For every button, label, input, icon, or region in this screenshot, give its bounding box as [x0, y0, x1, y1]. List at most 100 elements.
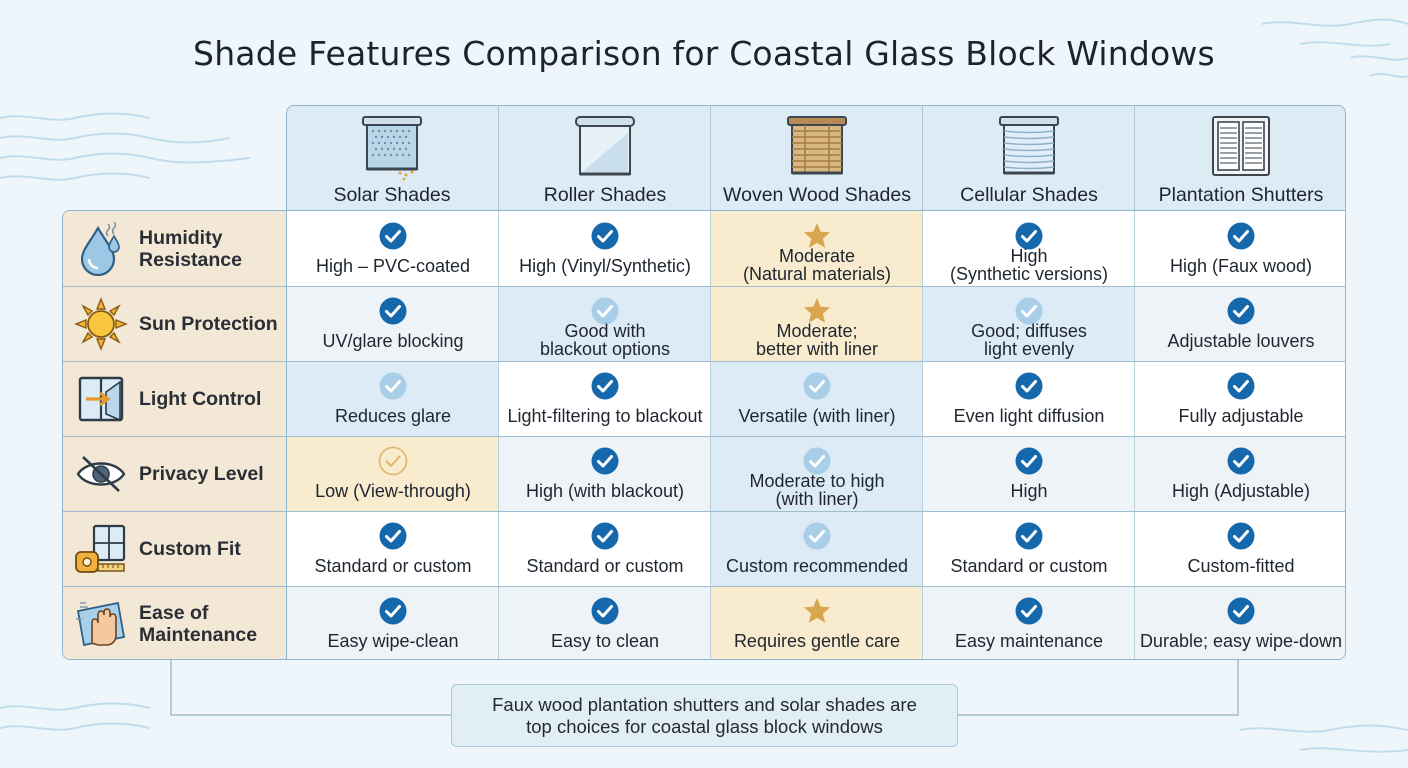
check-light-icon — [1015, 297, 1043, 325]
check-icon — [1015, 522, 1043, 550]
cell-mark — [923, 521, 1135, 551]
table-cell: High (Adjustable) — [1135, 436, 1345, 511]
table-cell: High – PVC-coated — [287, 211, 499, 286]
cell-mark — [287, 596, 499, 626]
table-cell: Easy to clean — [499, 586, 711, 659]
page-title: Shade Features Comparison for Coastal Gl… — [193, 34, 1215, 73]
cleaning-hand-icon — [76, 601, 126, 646]
column-label: Cellular Shades — [960, 184, 1098, 206]
check-icon — [379, 297, 407, 325]
eye-slash-icon — [76, 455, 126, 492]
cell-text: Custom-fitted — [1187, 556, 1295, 576]
check-icon — [1227, 297, 1255, 325]
table-cell: Moderate to high (with liner) — [711, 436, 923, 511]
cell-text: High (Vinyl/Synthetic) — [519, 256, 691, 276]
cell-text: Reduces glare — [334, 406, 452, 426]
table-row-sun-protection: Sun Protection UV/glare blocking Good wit… — [63, 286, 1345, 361]
row-label: Light Control — [139, 387, 262, 410]
check-icon — [591, 522, 619, 550]
table-cell: Versatile (with liner) — [711, 361, 923, 436]
cell-mark — [923, 446, 1135, 476]
check-icon — [591, 222, 619, 250]
cell-text: Fully adjustable — [1178, 406, 1304, 426]
cell-text: High — [1010, 481, 1048, 501]
check-icon — [591, 447, 619, 475]
cell-mark — [711, 446, 923, 476]
cell-text: Standard or custom — [950, 556, 1108, 576]
cell-mark — [1135, 296, 1345, 326]
water-drop-icon — [80, 221, 120, 276]
column-header-roller-shades: Roller Shades — [498, 105, 710, 211]
row-label: Custom Fit — [139, 537, 241, 560]
cell-mark — [923, 221, 1135, 251]
row-header: Privacy Level — [63, 436, 287, 511]
cell-mark — [499, 221, 711, 251]
column-label: Solar Shades — [333, 184, 451, 206]
table-cell: Good with blackout options — [499, 286, 711, 361]
table-row-privacy-level: Privacy Level Low (View-through)High (wi… — [63, 436, 1345, 511]
column-label: Roller Shades — [543, 184, 667, 206]
window-arrow-icon — [78, 376, 124, 421]
measure-window-icon — [75, 524, 126, 573]
row-label: Sun Protection — [139, 312, 278, 335]
cell-text: High (Faux wood) — [1169, 256, 1313, 276]
row-header: Sun Protection — [63, 286, 287, 361]
cell-text: Requires gentle care — [733, 631, 901, 651]
check-icon — [1227, 372, 1255, 400]
column-label: Plantation Shutters — [1158, 184, 1324, 206]
row-header: Ease of Maintenance — [63, 586, 287, 659]
cell-mark — [711, 596, 923, 626]
table-cell: Standard or custom — [499, 511, 711, 586]
check-light-icon — [591, 297, 619, 325]
row-divider — [63, 436, 1345, 437]
table-cell: Fully adjustable — [1135, 361, 1345, 436]
table-cell: UV/glare blocking — [287, 286, 499, 361]
roller-shade-icon — [575, 116, 635, 176]
check-icon — [1015, 372, 1043, 400]
cell-mark — [499, 596, 711, 626]
cell-text: Versatile (with liner) — [738, 406, 896, 426]
cell-mark — [711, 221, 923, 251]
cell-mark — [499, 521, 711, 551]
cell-mark — [923, 296, 1135, 326]
column-header-woven-wood-shades: Woven Wood Shades — [710, 105, 922, 211]
table-cell: Light-filtering to blackout — [499, 361, 711, 436]
plantation-shutter-icon — [1212, 116, 1270, 176]
cell-mark — [1135, 596, 1345, 626]
cell-text: Good with blackout options — [539, 321, 671, 359]
cell-mark — [287, 221, 499, 251]
cell-mark — [499, 371, 711, 401]
cell-text: Moderate (Natural materials) — [742, 246, 892, 284]
table-cell: High (Vinyl/Synthetic) — [499, 211, 711, 286]
cell-mark — [1135, 446, 1345, 476]
table-cell: Custom-fitted — [1135, 511, 1345, 586]
star-icon — [804, 223, 830, 248]
solar-shade-icon — [362, 116, 422, 181]
table-row-light-control: Light Control Reduces glare Light-filteri… — [63, 361, 1345, 436]
column-header-cellular-shades: Cellular Shades — [922, 105, 1134, 211]
sun-icon — [74, 296, 128, 351]
table-cell: High (with blackout) — [499, 436, 711, 511]
table-cell: Standard or custom — [923, 511, 1135, 586]
table-cell: Requires gentle care — [711, 586, 923, 659]
check-outline-icon — [378, 446, 408, 476]
check-icon — [591, 372, 619, 400]
cell-text: High (Adjustable) — [1171, 481, 1311, 501]
table-cell: Reduces glare — [287, 361, 499, 436]
table-cell: Moderate; better with liner — [711, 286, 923, 361]
check-light-icon — [803, 372, 831, 400]
cell-mark — [711, 371, 923, 401]
cell-text: Moderate; better with liner — [755, 321, 879, 359]
row-header: Humidity Resistance — [63, 211, 287, 286]
cell-text: Light-filtering to blackout — [507, 406, 703, 426]
cell-text: UV/glare blocking — [322, 331, 464, 351]
cell-text: High (Synthetic versions) — [949, 246, 1109, 284]
table-cell: Moderate (Natural materials) — [711, 211, 923, 286]
table-cell: Custom recommended — [711, 511, 923, 586]
row-divider — [63, 286, 1345, 287]
cellular-shade-icon — [999, 116, 1059, 175]
summary-note: Faux wood plantation shutters and solar … — [451, 684, 958, 747]
check-light-icon — [803, 522, 831, 550]
